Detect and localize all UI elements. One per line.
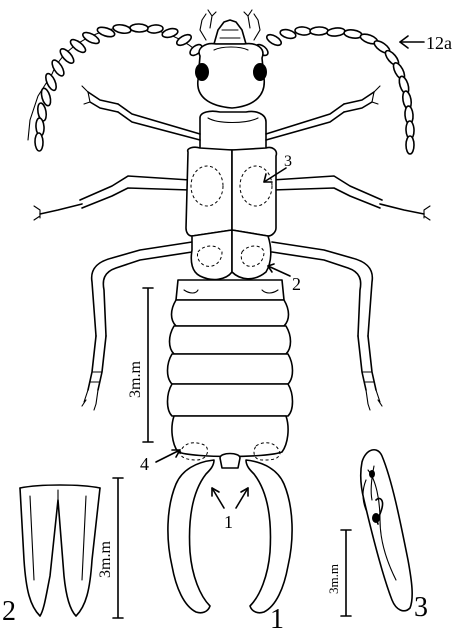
mouthparts (200, 10, 260, 44)
hind-wings (191, 230, 271, 279)
label-2-pointer: 2 (292, 274, 301, 294)
eye-left (195, 63, 209, 81)
label-part-3: 3 (414, 592, 428, 623)
scale-bar-body (143, 288, 153, 442)
label-part-1: 1 (270, 604, 284, 635)
label-1-pointer: 1 (224, 512, 233, 532)
pronotum (200, 111, 266, 150)
genitalia (361, 450, 412, 611)
eye-right (253, 63, 267, 81)
forceps-detail (20, 485, 100, 616)
main-forceps (168, 460, 292, 613)
head (195, 44, 267, 108)
scale-label-genitalia: 3m.m (326, 564, 341, 594)
label-12a: 12a (426, 33, 452, 53)
scale-label-body: 3m.m (127, 361, 144, 398)
abdomen (168, 280, 293, 468)
label-3-pointer: 3 (284, 153, 292, 170)
elytra (186, 147, 276, 236)
scale-label-forceps: 3m.m (97, 541, 114, 578)
antenna-left (28, 23, 204, 151)
antenna-right (254, 26, 414, 154)
scale-bar-genitalia (341, 530, 351, 616)
label-part-2: 2 (2, 596, 16, 627)
scale-bar-forceps (113, 478, 123, 618)
label-4-pointer: 4 (140, 454, 149, 474)
